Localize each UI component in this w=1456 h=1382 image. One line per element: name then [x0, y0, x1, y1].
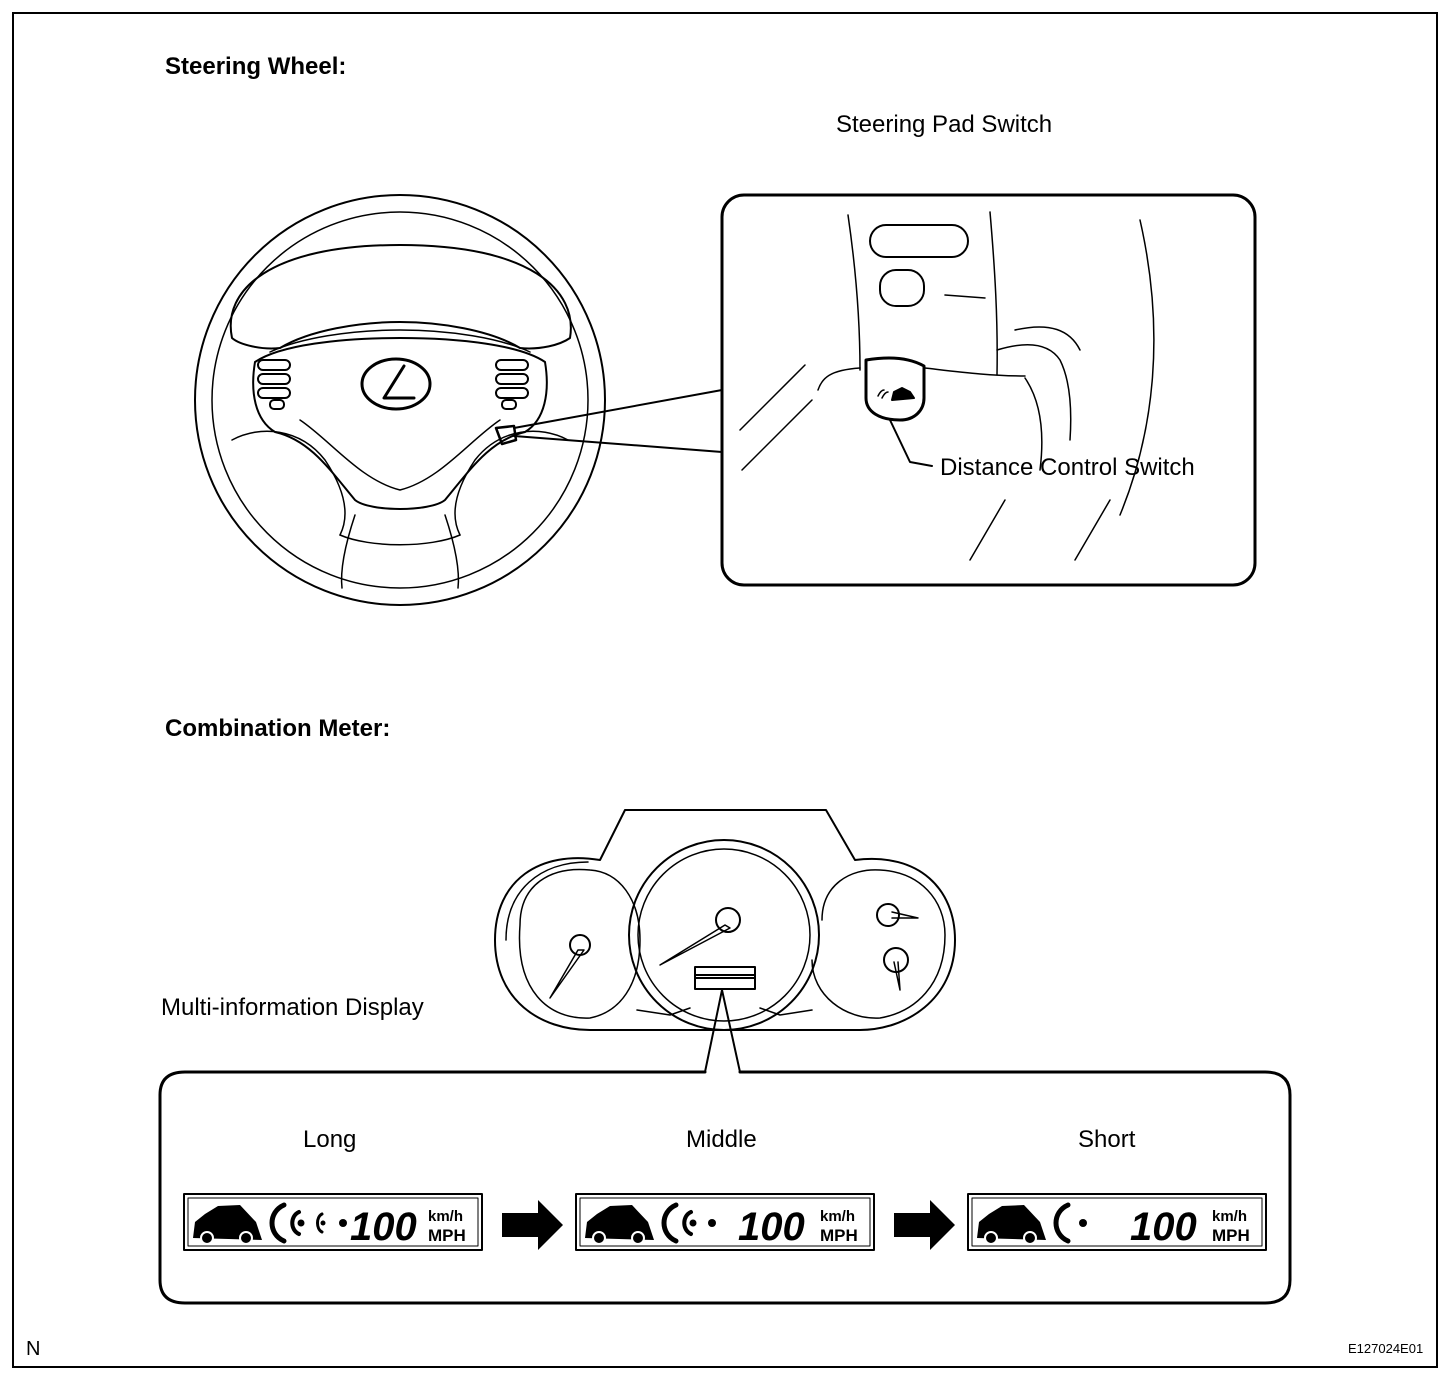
callout-lines — [513, 389, 723, 453]
display-short — [967, 1193, 1267, 1251]
display-short-label: Short — [1078, 1126, 1136, 1153]
display-middle-speed: 100 — [738, 1205, 805, 1249]
display-long-speed: 100 — [350, 1205, 417, 1249]
display-middle-unit-top: km/h — [820, 1208, 855, 1225]
display-middle — [575, 1193, 875, 1251]
arrow-right-icon — [502, 1200, 563, 1250]
display-long-unit-bottom: MPH — [428, 1226, 466, 1245]
diagram-frame — [12, 12, 1438, 1368]
display-long-label: Long — [303, 1126, 357, 1153]
display-short-unit-bottom: MPH — [1212, 1226, 1250, 1245]
display-middle-unit-bottom: MPH — [820, 1226, 858, 1245]
footer-left-mark: N — [26, 1338, 41, 1360]
display-long-unit-top: km/h — [428, 1208, 463, 1225]
steering-wheel-illustration — [194, 194, 606, 606]
steering-pad-switch-inset — [720, 193, 1257, 587]
distance-control-switch-label: Distance Control Switch — [940, 454, 1195, 481]
display-middle-label: Middle — [686, 1126, 757, 1153]
display-long — [183, 1193, 483, 1251]
display-short-unit-top: km/h — [1212, 1208, 1247, 1225]
multi-information-display-label: Multi-information Display — [161, 994, 424, 1021]
combination-meter-illustration — [494, 809, 956, 1073]
multi-information-display-callout — [158, 1070, 1292, 1305]
combination-meter-heading: Combination Meter: — [165, 715, 391, 742]
figure-code: E127024E01 — [1348, 1341, 1424, 1356]
arrow-right-icon — [894, 1200, 955, 1250]
steering-pad-switch-label: Steering Pad Switch — [836, 111, 1053, 138]
steering-wheel-heading: Steering Wheel: — [165, 53, 347, 80]
display-short-speed: 100 — [1130, 1205, 1197, 1249]
